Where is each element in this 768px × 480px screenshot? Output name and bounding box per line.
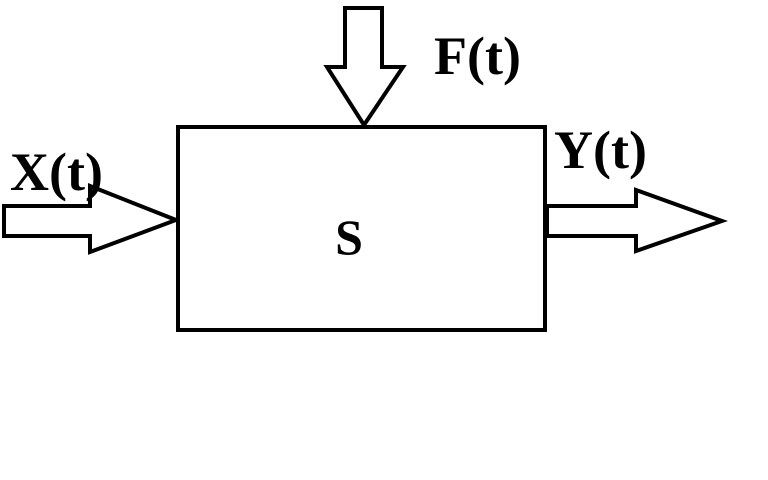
disturbance-arrow <box>323 6 407 129</box>
disturbance-label: F(t) <box>434 26 521 86</box>
output-arrow <box>545 187 728 254</box>
output-label: Y(t) <box>554 120 647 180</box>
system-box <box>176 125 547 332</box>
system-label: S <box>335 209 363 265</box>
input-label: X(t) <box>10 142 103 202</box>
input-arrow <box>2 183 182 255</box>
